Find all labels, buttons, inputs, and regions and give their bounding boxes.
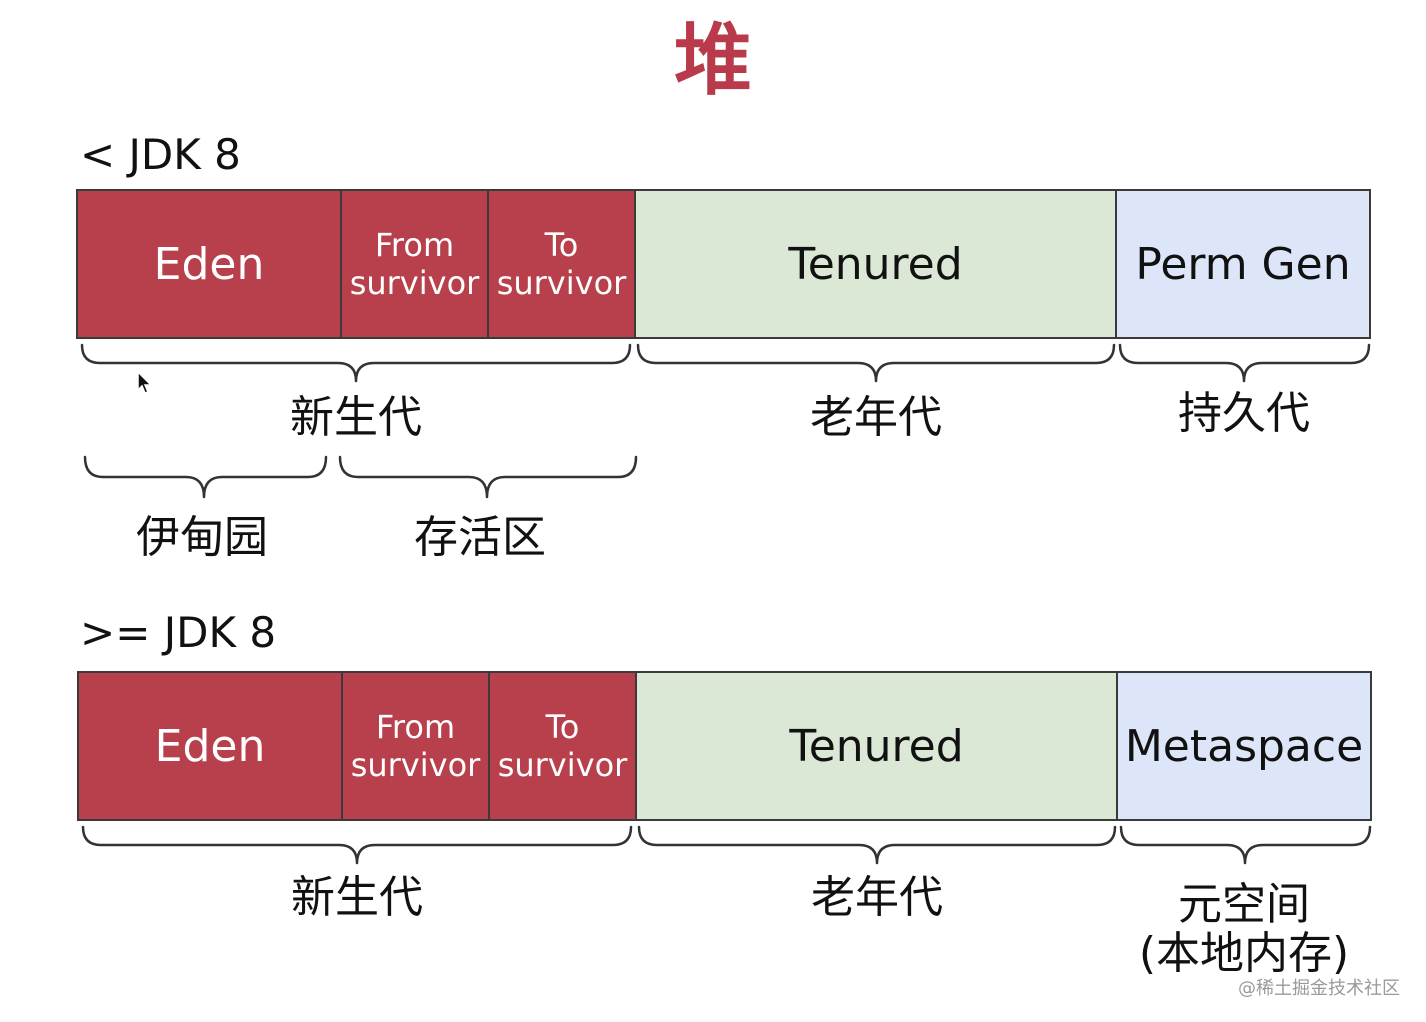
from-survivor-line2: survivor: [349, 264, 480, 302]
brace-survivor-area: [338, 455, 638, 499]
metaspace-label-cn-line2: (本地内存): [1138, 928, 1350, 980]
watermark: @稀土掘金技术社区: [1238, 978, 1400, 999]
perm-gen-label-cn: 持久代: [1178, 388, 1310, 439]
perm-gen-label: Perm Gen: [1135, 238, 1351, 290]
to-survivor-line2: survivor: [497, 746, 628, 784]
old-gen-label-after: 老年代: [811, 872, 943, 923]
metaspace-label-cn-line1: 元空间: [1178, 879, 1310, 930]
jdk-before-label: < JDK 8: [80, 130, 241, 179]
tenured-segment: Tenured: [636, 191, 1117, 337]
old-gen-label-before: 老年代: [810, 392, 942, 443]
eden-segment: Eden: [79, 673, 343, 819]
brace-old: [636, 343, 1116, 383]
brace-young: [80, 343, 632, 383]
perm-gen-segment: Perm Gen: [1117, 191, 1369, 337]
to-survivor-line2: survivor: [496, 264, 627, 302]
heap-bar-jdk-after: Eden From survivor To survivor Tenured M…: [77, 671, 1372, 821]
from-survivor-line1: From: [375, 707, 456, 746]
brace-young: [81, 825, 633, 865]
metaspace-segment: Metaspace: [1118, 673, 1370, 819]
brace-eden-area: [83, 455, 328, 499]
brace-old: [637, 825, 1117, 865]
tenured-segment: Tenured: [637, 673, 1118, 819]
metaspace-label-cn: 元空间 (本地内存): [1104, 880, 1384, 979]
to-survivor-line1: To: [544, 225, 579, 264]
tenured-label: Tenured: [788, 238, 963, 290]
tenured-label: Tenured: [789, 720, 964, 772]
to-survivor-segment: To survivor: [490, 673, 637, 819]
to-survivor-line1: To: [545, 707, 580, 746]
to-survivor-segment: To survivor: [489, 191, 636, 337]
eden-label: Eden: [154, 720, 266, 772]
eden-segment: Eden: [78, 191, 342, 337]
survivor-area-label: 存活区: [414, 512, 546, 563]
brace-perm: [1118, 343, 1371, 383]
brace-metaspace: [1119, 825, 1372, 865]
from-survivor-line1: From: [374, 225, 455, 264]
young-gen-label-before: 新生代: [290, 392, 422, 443]
young-gen-label-after: 新生代: [291, 872, 423, 923]
from-survivor-segment: From survivor: [343, 673, 490, 819]
eden-label: Eden: [153, 238, 265, 290]
jdk-after-label: >= JDK 8: [80, 608, 277, 657]
from-survivor-segment: From survivor: [342, 191, 489, 337]
from-survivor-line2: survivor: [350, 746, 481, 784]
mouse-cursor-icon: [137, 370, 153, 394]
eden-area-label: 伊甸园: [136, 512, 268, 563]
heap-bar-jdk-before: Eden From survivor To survivor Tenured P…: [76, 189, 1371, 339]
page-title: 堆: [673, 16, 752, 106]
metaspace-label: Metaspace: [1124, 720, 1364, 772]
